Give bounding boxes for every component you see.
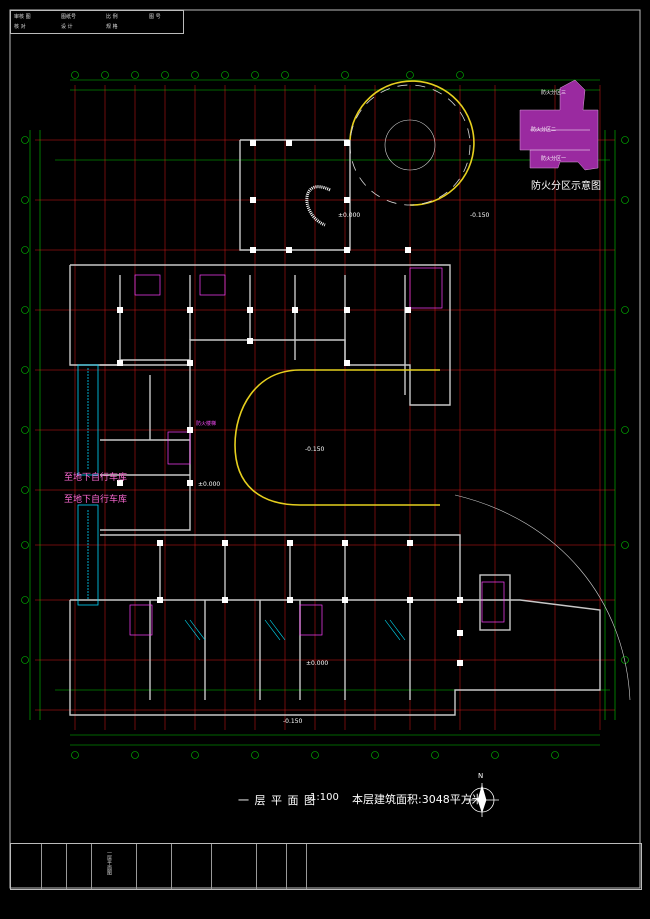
stairs bbox=[129, 267, 505, 636]
strip-divider bbox=[286, 844, 287, 889]
strip-divider bbox=[91, 844, 92, 889]
axis-grid bbox=[35, 85, 615, 730]
title-block-cell: 审核 图 bbox=[14, 14, 31, 20]
fire-stair-label: 防火楼梯 bbox=[196, 421, 217, 427]
strip-divider bbox=[211, 844, 212, 889]
title-block-cell: 图纸号 bbox=[61, 14, 77, 20]
fire-zone-title: 防火分区示意图 bbox=[531, 181, 601, 192]
drawing-scale: 1:100 bbox=[310, 792, 339, 803]
north-label: N bbox=[478, 772, 484, 780]
strip-divider bbox=[66, 844, 67, 889]
level-mark: -0.150 bbox=[283, 718, 303, 725]
title-block-cell: 核 对 bbox=[14, 24, 26, 30]
level-mark: ±0.000 bbox=[306, 660, 329, 667]
level-mark: ±0.000 bbox=[338, 212, 361, 219]
strip-divider bbox=[41, 844, 42, 889]
drawing-title: 一 层 平 面 图 bbox=[238, 794, 316, 807]
title-block-top: 审核 图 图纸号 比 例 图 号 核 对 设 计 规 格 bbox=[10, 10, 184, 34]
level-mark: ±0.000 bbox=[198, 481, 221, 488]
rotunda bbox=[305, 84, 471, 227]
title-block-cell: 规 格 bbox=[106, 24, 118, 30]
north-arrow bbox=[465, 783, 499, 817]
stair-treads bbox=[184, 619, 406, 641]
outer-frame bbox=[9, 9, 641, 889]
ramp-label: 至地下自行车库 bbox=[64, 495, 128, 505]
bicycle-ramps bbox=[77, 364, 99, 606]
floor-area-note: 本层建筑面积:3048平方米 bbox=[352, 793, 483, 806]
fire-zone-diagram bbox=[519, 79, 599, 171]
strip-divider bbox=[171, 844, 172, 889]
ramp-label: 至地下自行车库 bbox=[64, 473, 128, 483]
level-mark: -0.150 bbox=[470, 212, 490, 219]
bottom-title-strip: 一层平面图 bbox=[10, 843, 642, 890]
fire-zone-label: 防火分区三 bbox=[541, 90, 567, 96]
strip-drawing-name: 一层平面图 bbox=[106, 850, 112, 875]
strip-divider bbox=[256, 844, 257, 889]
dimension-lines bbox=[29, 79, 616, 746]
building-walls bbox=[69, 139, 601, 716]
axis-bubbles bbox=[21, 71, 629, 759]
title-block-cell: 设 计 bbox=[61, 24, 73, 30]
fire-zone-label: 防火分区二 bbox=[531, 127, 557, 133]
site-boundary-arc bbox=[454, 494, 631, 701]
fire-zone-label: 防火分区一 bbox=[541, 156, 567, 162]
title-block-cell: 比 例 bbox=[106, 14, 118, 20]
strip-divider bbox=[136, 844, 137, 889]
level-mark: -0.150 bbox=[305, 446, 325, 453]
structural-columns bbox=[117, 140, 463, 666]
curved-walls bbox=[234, 80, 475, 506]
strip-divider bbox=[306, 844, 307, 889]
title-block-cell: 图 号 bbox=[149, 14, 161, 20]
